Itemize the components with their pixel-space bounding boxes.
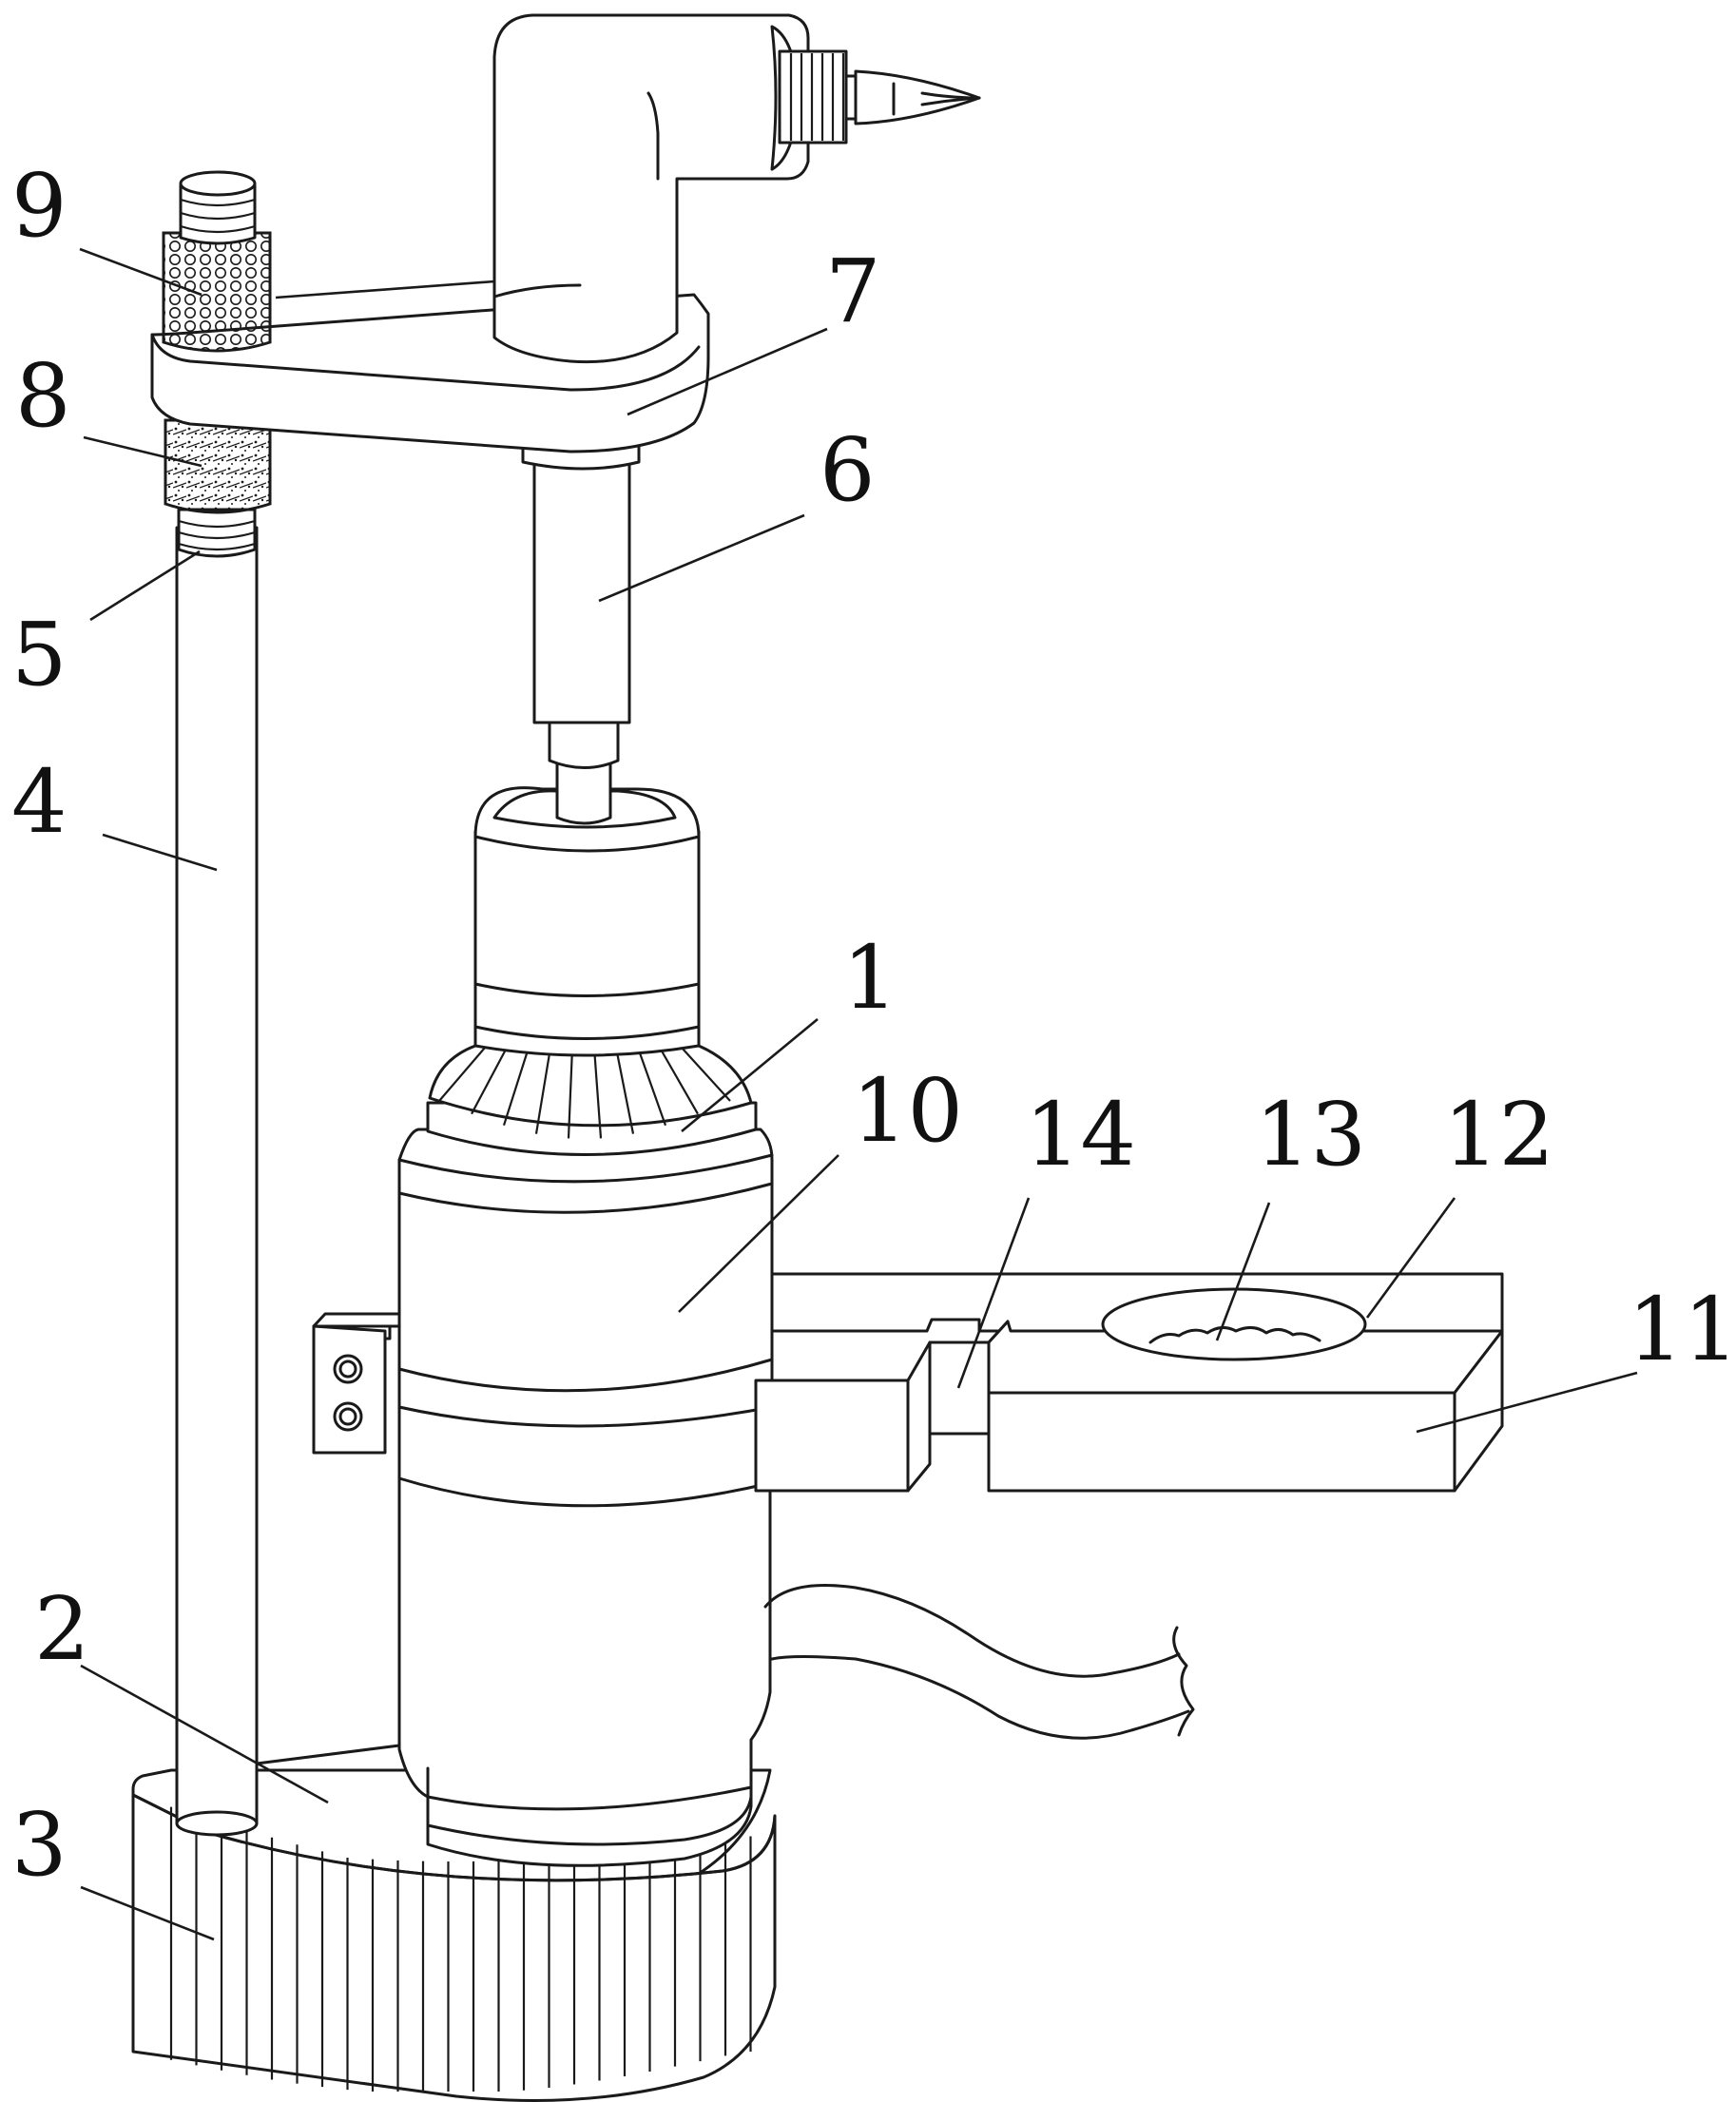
side-arm-11 [754, 1272, 1504, 1493]
power-cable [763, 1584, 1195, 1740]
support-plate-2 [255, 1744, 401, 1765]
leader-4 [102, 833, 218, 872]
label-3: 3 [11, 1794, 68, 1896]
cone-rib [659, 1047, 699, 1115]
label-8: 8 [15, 345, 71, 447]
thread-sleeve-5 [177, 508, 257, 558]
upper-nut-9 [162, 170, 272, 353]
leader-14 [956, 1197, 1031, 1389]
cone-rib [502, 1047, 530, 1127]
cone-rib [534, 1047, 552, 1134]
label-14: 14 [1025, 1084, 1136, 1186]
cone-rib [471, 1047, 508, 1115]
label-6: 6 [820, 419, 876, 521]
elbow-tool-head [492, 13, 981, 364]
reference-numerals: 9 8 5 4 2 3 7 6 1 10 14 13 12 11 [11, 155, 1736, 1896]
label-2: 2 [34, 1578, 90, 1680]
cone-rib [636, 1047, 667, 1127]
label-5: 5 [11, 604, 68, 705]
leader-9 [79, 247, 203, 297]
leader-1 [681, 1017, 819, 1133]
nozzle-threads [789, 53, 845, 141]
leader-2 [80, 1664, 329, 1804]
conical-head-1 [426, 786, 758, 1156]
lifting-rod-6 [521, 435, 641, 825]
label-1: 1 [842, 927, 898, 1029]
mounting-ring-10 [397, 1128, 774, 1428]
cone-rib [438, 1047, 486, 1102]
support-rod-4 [175, 526, 259, 1837]
leader-3 [80, 1885, 215, 1941]
label-7: 7 [825, 241, 881, 342]
label-13: 13 [1255, 1084, 1366, 1186]
cone-rib [592, 1047, 603, 1139]
label-10: 10 [852, 1060, 963, 1162]
clamp-bracket [312, 1312, 401, 1455]
label-4: 4 [11, 751, 68, 853]
leader-13 [1215, 1202, 1271, 1341]
leader-lines [79, 247, 1638, 1941]
label-9: 9 [11, 155, 68, 257]
leader-12 [1365, 1197, 1456, 1319]
leader-11 [1416, 1371, 1638, 1434]
leader-5 [89, 550, 201, 622]
cone-rib [681, 1047, 731, 1102]
base-ribs [169, 1806, 752, 2092]
cone-rib [567, 1047, 574, 1139]
leader-9b [275, 280, 495, 299]
lower-nut-8 [164, 418, 272, 514]
leader-7 [627, 327, 828, 416]
leader-10 [678, 1154, 839, 1313]
leader-6 [598, 513, 805, 603]
cone-ribs [438, 1047, 731, 1139]
label-11: 11 [1628, 1279, 1736, 1380]
leader-8 [83, 435, 203, 468]
cone-rib [614, 1047, 635, 1134]
label-12: 12 [1443, 1084, 1554, 1186]
